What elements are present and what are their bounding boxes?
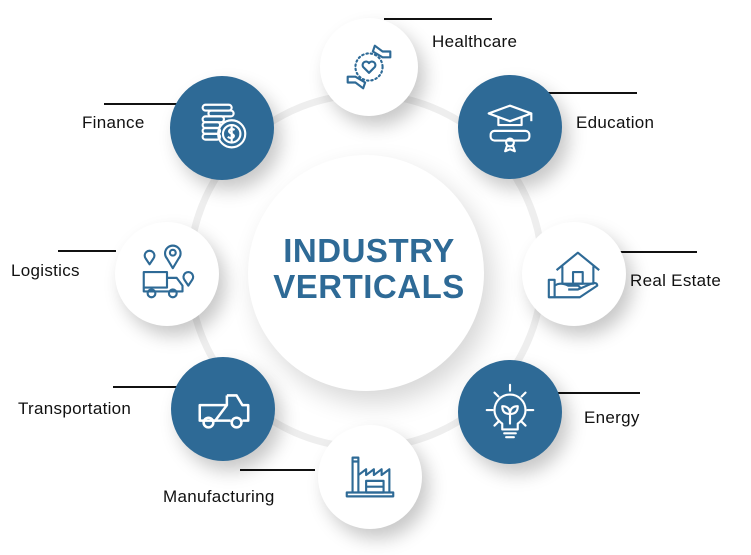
label-education: Education [576,113,655,132]
node-manufacturing [318,425,422,529]
node-healthcare [320,18,418,116]
hands-heart-icon [346,44,392,90]
transportation-leader-line [113,386,183,388]
node-transportation [171,357,275,461]
title-line-1: INDUSTRY [283,232,455,269]
coins-dollar-icon [201,103,247,149]
label-energy: Energy [584,408,640,427]
delivery-truck-location-icon [142,244,195,299]
label-manufacturing: Manufacturing [163,487,275,506]
diagram-title: INDUSTRY VERTICALS [273,233,465,305]
label-logistics: Logistics [11,261,80,280]
education-leader-line [545,92,637,94]
factory-icon [345,456,395,498]
node-real-estate [522,222,626,326]
node-education [458,75,562,179]
logistics-leader-line [58,250,116,252]
real-estate-leader-line [617,251,697,253]
label-finance: Finance [82,113,145,132]
manufacturing-leader-line [240,469,315,471]
graduation-cap-diploma-icon [487,104,533,153]
center-hub: INDUSTRY VERTICALS [248,155,484,391]
energy-leader-line [555,392,640,394]
healthcare-leader-line [384,18,492,20]
pickup-truck-icon [198,394,250,429]
lightbulb-leaf-icon [485,383,535,439]
title-line-2: VERTICALS [273,268,465,305]
node-logistics [115,222,219,326]
finance-leader-line [104,103,179,105]
node-finance [170,76,274,180]
label-real-estate: Real Estate [630,271,722,290]
label-transportation: Transportation [18,399,132,418]
label-healthcare: Healthcare [432,32,518,51]
node-energy [458,360,562,464]
house-in-hand-icon [547,251,600,299]
